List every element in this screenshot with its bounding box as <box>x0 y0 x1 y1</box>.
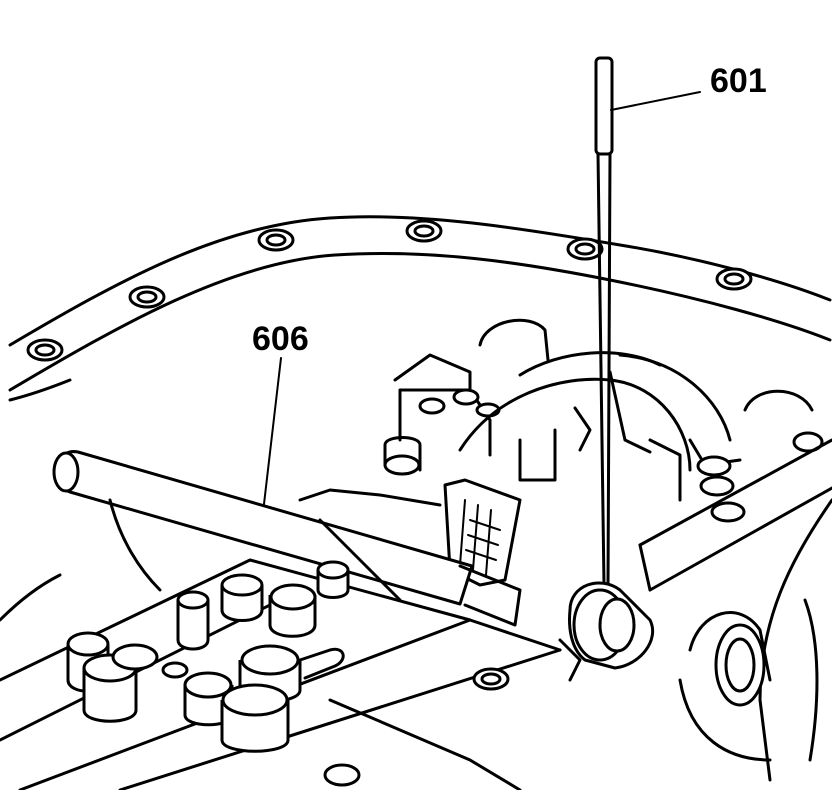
manual-shaft-bushing <box>558 581 654 682</box>
case-flange <box>8 215 832 402</box>
callout-606: 606 <box>252 320 309 358</box>
case-edges-left <box>0 488 442 622</box>
right-case-rail <box>638 438 832 782</box>
valve-body <box>0 558 562 792</box>
leader-606 <box>263 357 282 505</box>
detent-lever <box>458 370 692 502</box>
valve-bores <box>66 560 350 753</box>
flange-bolt-holes <box>26 219 753 362</box>
tool-601 <box>594 56 701 587</box>
callout-601: 601 <box>710 62 767 100</box>
case-bosses <box>383 318 824 523</box>
